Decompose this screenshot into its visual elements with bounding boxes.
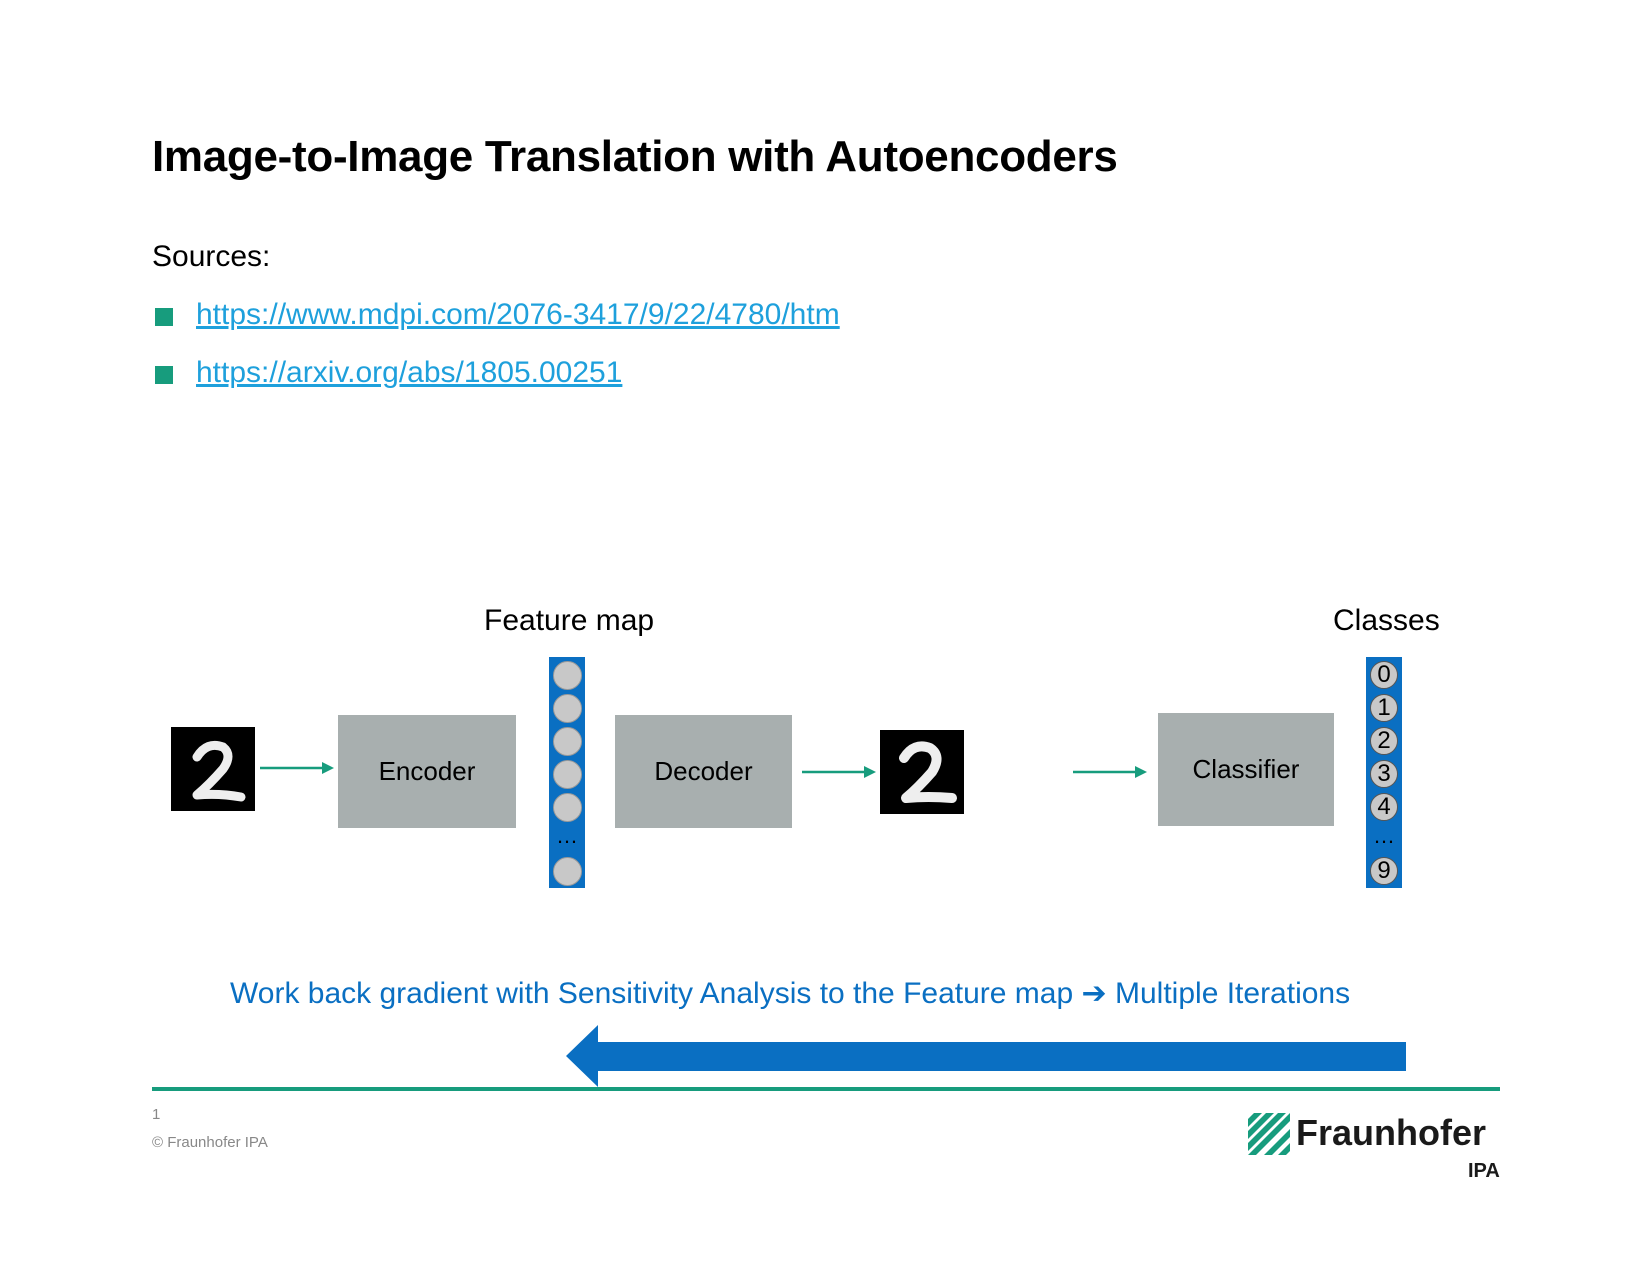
arrow-icon <box>802 766 876 778</box>
classifier-label: Classifier <box>1192 754 1300 784</box>
classes-heading: Classes <box>1333 604 1440 637</box>
caption-text: Work back gradient with Sensitivity Anal… <box>230 977 1074 1010</box>
classifier-box: Classifier <box>1158 713 1334 826</box>
feature-node <box>553 793 582 822</box>
feature-map-heading: Feature map <box>484 604 655 637</box>
fraunhofer-logo: Fraunhofer <box>1296 1112 1487 1153</box>
fraunhofer-logo-sub: IPA <box>1468 1160 1500 1182</box>
source-link-2[interactable]: https://arxiv.org/abs/1805.00251 <box>196 356 623 389</box>
class-node: 9 <box>1370 857 1398 885</box>
feature-ellipsis: … <box>556 823 578 848</box>
bullet-icon <box>155 308 173 326</box>
arrow-right-icon: ➔ <box>1081 977 1107 1010</box>
class-node: 0 <box>1370 661 1398 689</box>
decoder-label: Decoder <box>654 756 753 786</box>
class-node: 4 <box>1370 793 1398 821</box>
feature-node <box>553 857 582 886</box>
encoder-box: Encoder <box>338 715 516 828</box>
encoder-label: Encoder <box>378 756 476 786</box>
input-digit-image <box>171 727 255 811</box>
bullet-icon <box>155 366 173 384</box>
footer-divider <box>152 1087 1500 1091</box>
class-node: 3 <box>1370 760 1398 788</box>
arrow-icon <box>260 762 334 774</box>
class-node: 1 <box>1370 694 1398 722</box>
arrow-icon <box>1073 766 1147 778</box>
sources-label: Sources: <box>152 240 271 273</box>
page-number: 1 <box>152 1106 161 1123</box>
output-digit-image <box>880 730 964 814</box>
caption-iterations: Multiple Iterations <box>1115 977 1351 1010</box>
gradient-caption: Work back gradient with Sensitivity Anal… <box>230 976 1350 1011</box>
decoder-box: Decoder <box>615 715 792 828</box>
page-title: Image-to-Image Translation with Autoenco… <box>152 132 1118 181</box>
fraunhofer-logo-icon <box>1248 1113 1290 1155</box>
class-node: 2 <box>1370 727 1398 755</box>
source-link-1[interactable]: https://www.mdpi.com/2076-3417/9/22/4780… <box>196 298 840 331</box>
backward-arrow-icon <box>566 1025 1406 1087</box>
class-ellipsis: … <box>1373 823 1395 848</box>
feature-node <box>553 661 582 690</box>
feature-node <box>553 727 582 756</box>
copyright-text: © Fraunhofer IPA <box>152 1134 268 1151</box>
feature-node <box>553 694 582 723</box>
feature-node <box>553 760 582 789</box>
